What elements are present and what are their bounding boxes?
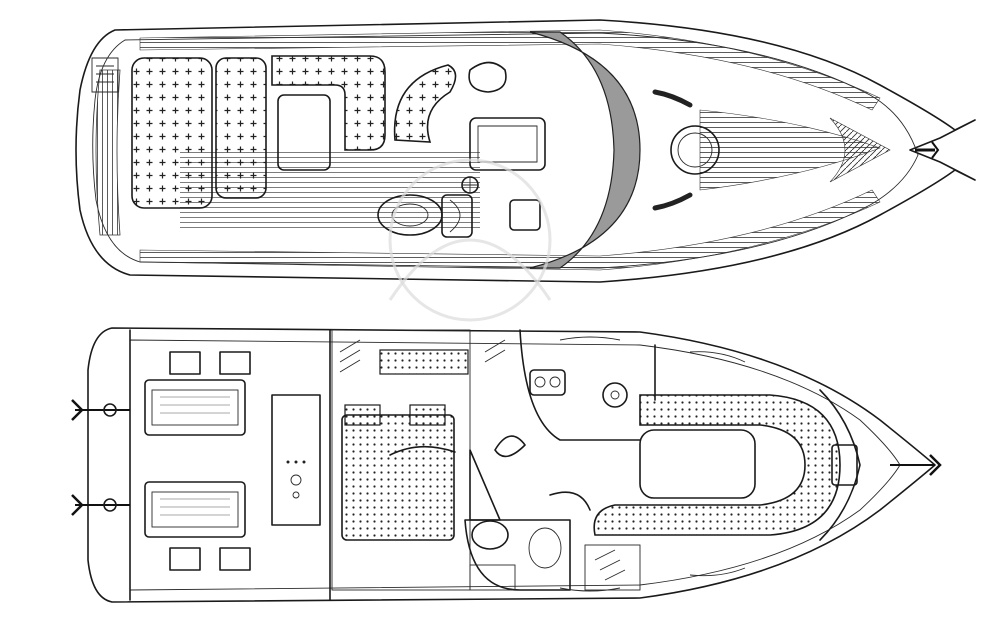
bow-anchor-icon [890, 454, 942, 476]
deck-side-planking-bottom [139, 189, 881, 271]
aft-cabin-pillow-2 [409, 404, 446, 426]
head-compartment [464, 519, 571, 591]
battery-box-2 [219, 351, 251, 375]
engine-starboard [144, 481, 246, 538]
aft-cabin-pillow-1 [344, 404, 381, 426]
saloon-divider [519, 329, 656, 441]
aft-cabin-bench [379, 349, 469, 375]
deck-hull-outline [75, 19, 976, 283]
galley-counter [494, 435, 526, 458]
galley-stove-icon [602, 382, 628, 408]
chain-locker [831, 444, 858, 486]
aft-berth-pillow-fold [389, 445, 456, 456]
porthole-4 [689, 567, 746, 577]
companionway-stairs-fwd [584, 544, 641, 591]
interior-hull-outline [87, 327, 936, 603]
companionway-stairs-aft [339, 339, 506, 373]
foredeck-round-hatch [670, 125, 720, 175]
cockpit-table [277, 94, 331, 171]
bow-cleat-bottom [652, 192, 693, 211]
stern-ladder [91, 57, 119, 93]
galley-sink-icon [529, 369, 566, 396]
deck-plan [75, 19, 976, 283]
deck-side-planking-top [139, 29, 881, 111]
battery-box-3 [169, 547, 201, 571]
porthole-3 [559, 587, 621, 592]
sunbed-cushion-starboard [215, 57, 267, 199]
bow-locker [819, 389, 861, 541]
generator [271, 394, 321, 526]
watermark [388, 158, 552, 322]
generator-gauges [286, 460, 306, 499]
engine-port [144, 379, 246, 436]
galley-fan-shape [469, 449, 501, 521]
cockpit-seat-l [271, 55, 386, 151]
sunbed-cushion-port [131, 57, 213, 209]
anchor-icon [915, 141, 940, 159]
companionway [509, 199, 541, 231]
bow-anchor-locker [829, 117, 891, 183]
aft-cabin-berth [341, 414, 455, 541]
porthole-2 [689, 351, 746, 363]
bow-cleat-top [652, 89, 693, 108]
propeller-starboard [71, 494, 130, 516]
forward-dinette-seat [593, 394, 841, 536]
steering-wheel-icon [461, 176, 479, 194]
helm-seat-backrest [393, 64, 457, 143]
dinette-table [639, 429, 756, 499]
windshield [529, 31, 641, 269]
battery-box-4 [219, 547, 251, 571]
deck-hatch-oval [468, 61, 507, 93]
porthole-1 [559, 336, 621, 341]
interior-inner-wall [129, 339, 901, 591]
interior-plan [71, 327, 942, 603]
propeller-port [71, 399, 130, 421]
battery-box-1 [169, 351, 201, 375]
helm-console-detail [477, 125, 538, 163]
saloon-bulkhead-lower [549, 491, 591, 511]
swim-platform [95, 69, 121, 236]
helm-seat [377, 194, 473, 238]
